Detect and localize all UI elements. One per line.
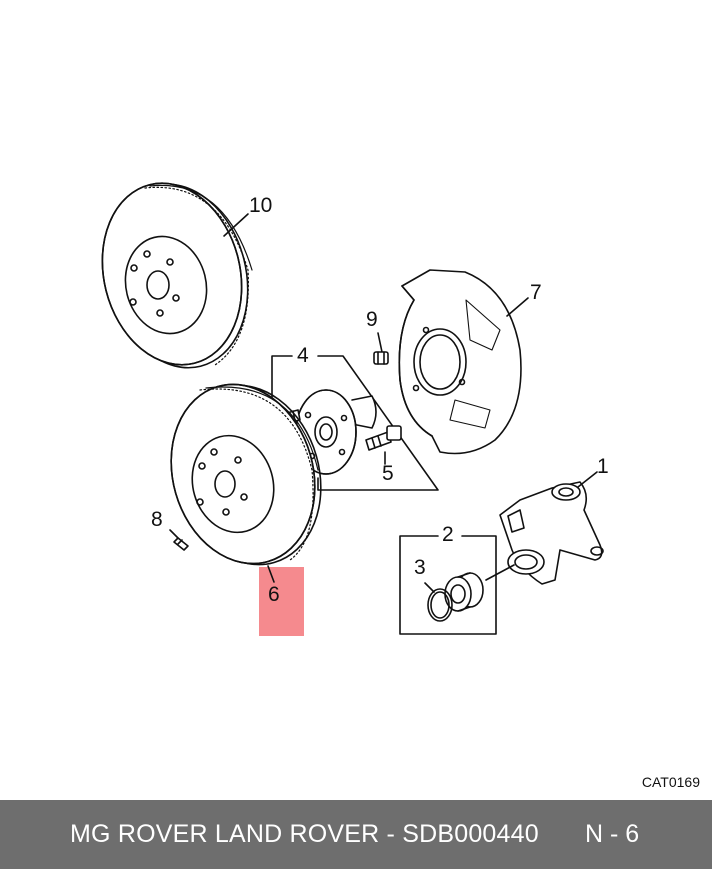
- part-6-brake-disc: [170, 383, 322, 583]
- callout-6: 6: [268, 583, 280, 606]
- callout-7: 7: [530, 281, 542, 304]
- callout-8: 8: [151, 508, 163, 531]
- parts-diagram: 10 7 9 4 5 1 8 2 3 6: [101, 182, 609, 636]
- part-7-dust-shield: [398, 269, 529, 455]
- part-4-hub: [282, 389, 377, 475]
- callout-1: 1: [597, 455, 609, 478]
- callout-3: 3: [414, 556, 426, 579]
- part-2-wheel-bearing: [444, 572, 484, 612]
- part-8-screw: [169, 529, 189, 551]
- footer-page-ref: N - 6: [585, 820, 640, 848]
- part-4-bracket: [271, 355, 439, 491]
- footer-bar: MG ROVER LAND ROVER - SDB000440 N - 6: [0, 800, 712, 869]
- callout-9: 9: [366, 308, 378, 331]
- catalog-code: CAT0169: [641, 774, 700, 790]
- callout-2: 2: [442, 523, 454, 546]
- highlight-part-6: [259, 567, 304, 636]
- part-1-steering-knuckle: [499, 471, 604, 585]
- brake-assembly-drawing: [101, 182, 604, 635]
- part-3-circlip: [424, 582, 453, 622]
- callout-4: 4: [297, 344, 309, 367]
- callout-5: 5: [382, 462, 394, 485]
- part-2-bracket: [399, 535, 515, 635]
- callout-10: 10: [249, 194, 273, 217]
- part-9-bolt: [373, 332, 389, 365]
- part-10-brake-disc: [101, 182, 253, 369]
- footer-title: MG ROVER LAND ROVER - SDB000440: [70, 820, 539, 848]
- part-5-bolt: [365, 425, 402, 465]
